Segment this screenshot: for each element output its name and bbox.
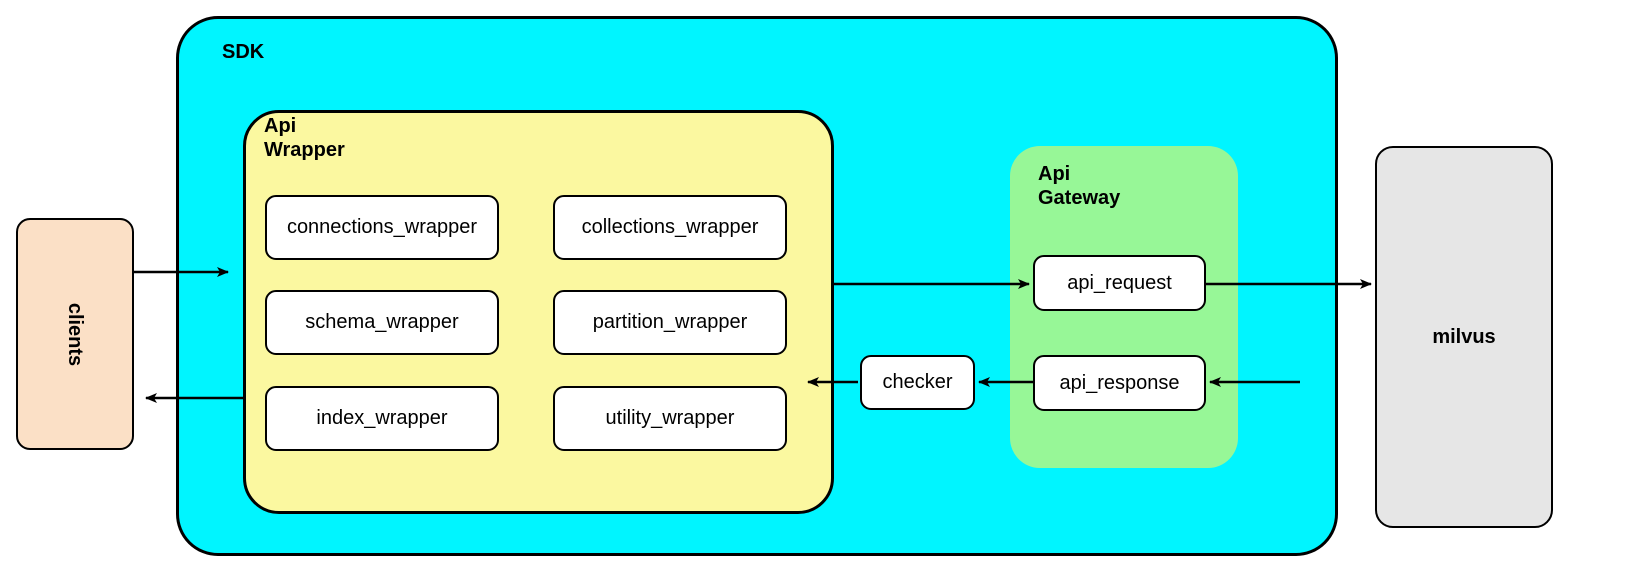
node-connections-wrapper[interactable]: connections_wrapper [265, 195, 499, 260]
node-schema-wrapper[interactable]: schema_wrapper [265, 290, 499, 355]
sdk-label: SDK [222, 41, 265, 63]
milvus-label: milvus [1432, 325, 1496, 348]
node-partition-wrapper[interactable]: partition_wrapper [553, 290, 787, 355]
api-gateway-label: Api Gateway [1038, 163, 1121, 210]
node-utility-wrapper[interactable]: utility_wrapper [553, 386, 787, 451]
clients-label: clients [64, 302, 87, 366]
node-checker[interactable]: checker [860, 355, 975, 410]
node-index-wrapper[interactable]: index_wrapper [265, 386, 499, 451]
milvus-box [1375, 146, 1553, 528]
clients-label-wrap: clients [16, 218, 134, 450]
node-collections-wrapper[interactable]: collections_wrapper [553, 195, 787, 260]
clients-box [16, 218, 134, 450]
node-api-request[interactable]: api_request [1033, 255, 1206, 311]
api-wrapper-label: Api Wrapper [264, 115, 345, 162]
node-api-response[interactable]: api_response [1033, 355, 1206, 411]
